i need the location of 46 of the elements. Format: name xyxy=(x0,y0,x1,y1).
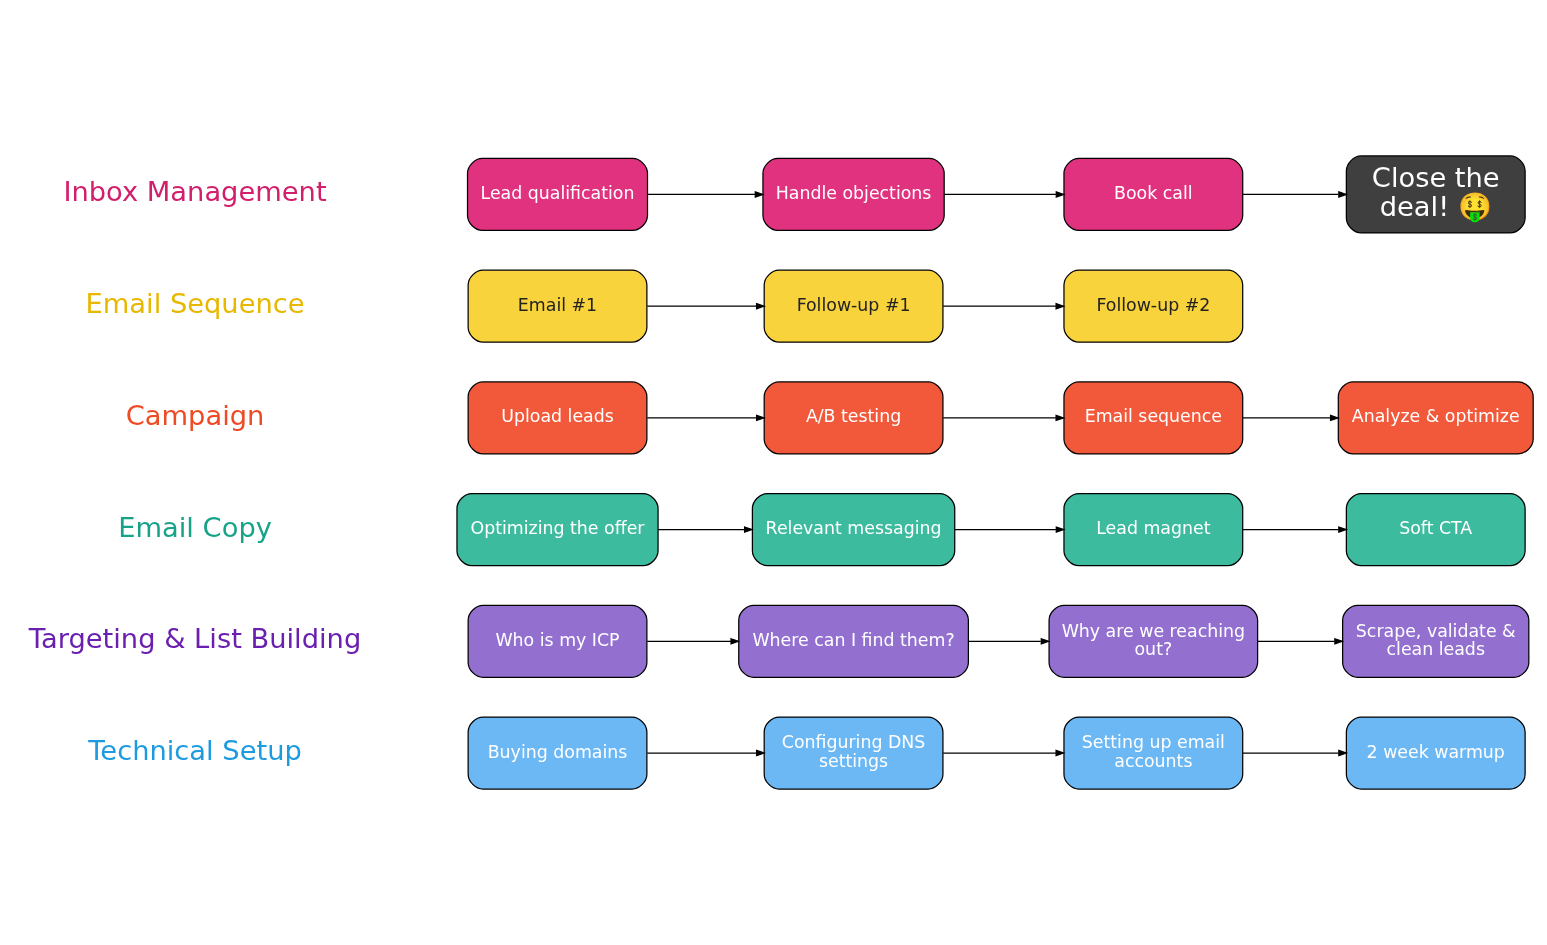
arrow xyxy=(646,749,766,757)
label: Campaign xyxy=(125,399,265,431)
node-box: Handle objections xyxy=(762,157,945,232)
node-box: Optimizing the offer xyxy=(456,493,659,567)
node-box: Why are we reaching out? xyxy=(1048,604,1259,678)
arrow xyxy=(1242,414,1340,422)
node-box: Email sequence xyxy=(1063,381,1244,455)
node-box: Follow-up #2 xyxy=(1063,269,1244,343)
node-box: Follow-up #1 xyxy=(763,269,944,343)
node-box: Who is my ICP xyxy=(467,604,648,678)
label: Email Copy xyxy=(118,511,272,543)
arrow xyxy=(943,190,1066,198)
node-box: Setting up email accounts xyxy=(1063,716,1244,790)
arrow xyxy=(942,749,1066,757)
node-box: Book call xyxy=(1063,157,1244,232)
node-box: Lead magnet xyxy=(1063,493,1244,567)
arrow xyxy=(657,526,754,534)
node-box: 2 week warmup xyxy=(1345,716,1526,790)
arrow xyxy=(646,637,741,645)
node-box: Scrape, validate & clean leads xyxy=(1342,604,1530,678)
node-box: Soft CTA xyxy=(1345,493,1526,567)
arrow xyxy=(647,190,765,198)
node-box: Analyze & optimize xyxy=(1337,381,1534,455)
arrow xyxy=(646,414,766,422)
arrow xyxy=(1242,526,1349,534)
arrow xyxy=(1257,637,1345,645)
node-box: Where can I find them? xyxy=(738,604,969,678)
node-box: Buying domains xyxy=(467,716,648,790)
label: Technical Setup xyxy=(88,734,302,766)
node-box: Relevant messaging xyxy=(751,493,956,567)
node-box: Configuring DNS settings xyxy=(763,716,944,790)
arrow xyxy=(1242,190,1349,198)
arrow xyxy=(967,637,1051,645)
label: Inbox Management xyxy=(63,176,327,208)
node-box: Upload leads xyxy=(467,381,648,455)
node-box: A/B testing xyxy=(763,381,944,455)
label: Targeting & List Building xyxy=(28,623,362,655)
arrow xyxy=(1242,749,1349,757)
arrow xyxy=(954,526,1066,534)
arrow xyxy=(646,302,766,310)
node-box: Close the deal! 🤑 xyxy=(1345,155,1526,234)
node-box: Lead qualification xyxy=(466,157,649,232)
label: Email Sequence xyxy=(85,288,305,320)
node-box: Email #1 xyxy=(467,269,648,343)
arrow xyxy=(942,414,1066,422)
arrow xyxy=(942,302,1066,310)
